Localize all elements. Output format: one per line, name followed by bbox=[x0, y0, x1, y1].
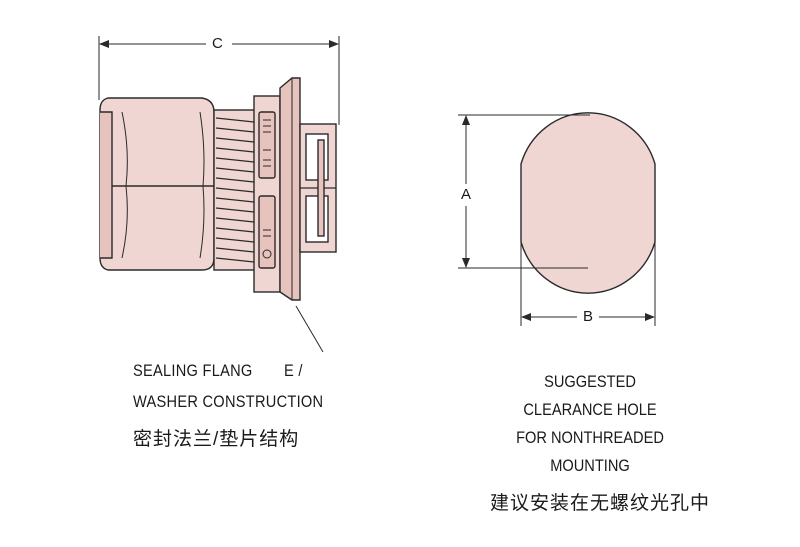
caption-right-block: SUGGESTED CLEARANCE HOLE FOR NONTHREADED… bbox=[480, 372, 700, 484]
caption-right-chinese: 建议安装在无螺纹光孔中 bbox=[489, 493, 710, 514]
collar-window-top bbox=[258, 111, 276, 179]
hex-facet-curve bbox=[121, 111, 128, 259]
dimension-b-label: B bbox=[583, 308, 594, 325]
caption-sealing-flange-suffix: E / bbox=[284, 361, 303, 380]
sealing-flange bbox=[279, 77, 301, 301]
thread-lines bbox=[215, 117, 255, 263]
dimension-c bbox=[98, 36, 340, 125]
cap-nut-rim bbox=[100, 111, 113, 259]
dimension-a-label: A bbox=[461, 186, 472, 203]
caption-clearance-hole: CLEARANCE HOLE bbox=[523, 400, 657, 419]
clearance-hole-shape bbox=[520, 112, 656, 294]
rear-latch bbox=[317, 139, 325, 237]
caption-washer-construction: WASHER CONSTRUCTION bbox=[133, 392, 324, 411]
cap-nut bbox=[99, 97, 215, 271]
dimension-a bbox=[458, 114, 590, 269]
dimension-c-label: C bbox=[212, 35, 224, 52]
caption-sealing-flange: SEALING FLANG bbox=[133, 361, 253, 380]
clearance-hole-view bbox=[520, 112, 656, 294]
collar-window-bottom bbox=[258, 195, 276, 269]
caption-suggested: SUGGESTED bbox=[544, 372, 636, 391]
caption-mounting: MOUNTING bbox=[550, 456, 630, 475]
dimension-b bbox=[520, 242, 656, 326]
caption-for-nonthreaded: FOR NONTHREADED bbox=[516, 428, 664, 447]
connector-side-view bbox=[99, 77, 337, 301]
caption-left-chinese: 密封法兰/垫片结构 bbox=[133, 429, 300, 450]
rear-slot-top bbox=[305, 133, 329, 181]
rear-slot-bottom bbox=[305, 195, 329, 243]
hex-facet-curve-right bbox=[199, 111, 205, 259]
flange-leader-line bbox=[295, 305, 324, 353]
collar-marks bbox=[262, 119, 272, 259]
